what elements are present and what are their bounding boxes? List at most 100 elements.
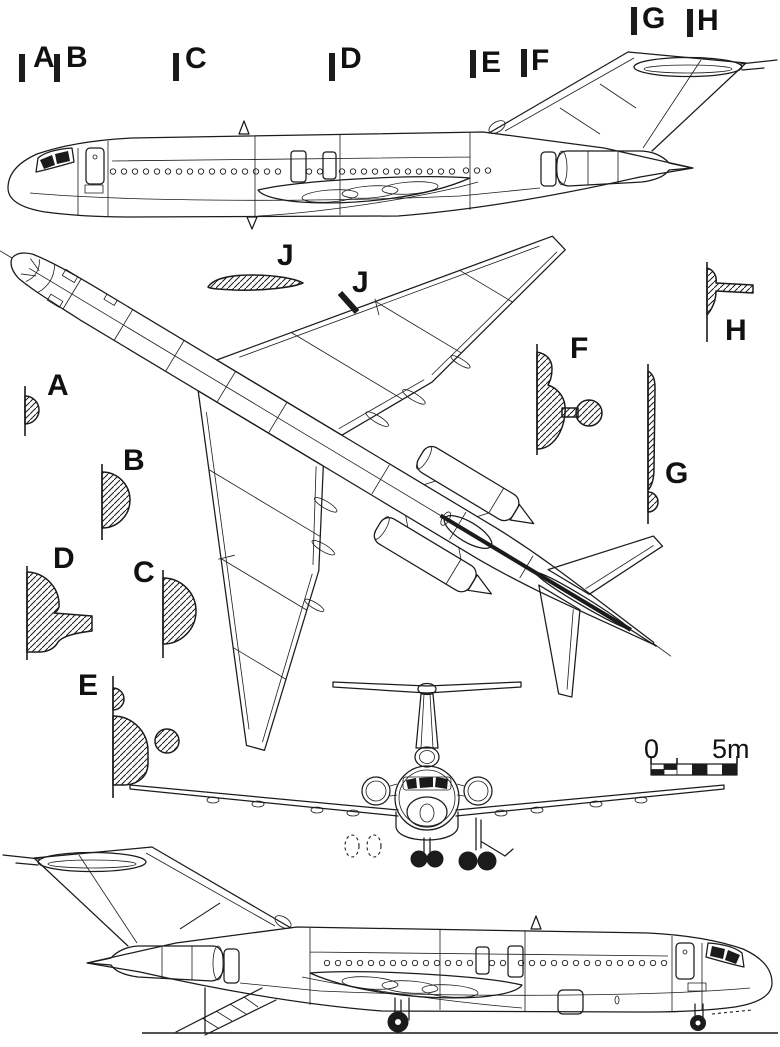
- cockpit-window-1: [40, 155, 55, 169]
- cabin-window: [349, 168, 357, 175]
- cross-section-h: [706, 262, 754, 342]
- cabin-window: [539, 959, 547, 967]
- airfoil-section-j: [207, 274, 304, 291]
- front-fin: [415, 693, 439, 749]
- fuselage-outline: [7, 131, 694, 218]
- flap-fairing-3: [381, 181, 439, 195]
- btm-rear-door: [223, 948, 240, 984]
- scale-bar-divisions: [651, 764, 708, 775]
- section-label-b: B: [123, 444, 145, 477]
- plan-door-2: [103, 293, 118, 306]
- front-nose-gear-wheel-1: [410, 850, 428, 868]
- btm-nose-gear: [694, 1003, 704, 1019]
- cabin-window: [367, 959, 375, 967]
- cabin-window: [411, 959, 419, 967]
- station-label-e: E: [481, 46, 501, 79]
- station-tick-e: [470, 50, 476, 78]
- wing-port-details: [205, 412, 321, 743]
- station-label-c: C: [185, 42, 207, 75]
- btm-wing-root-fairing: [301, 976, 523, 1009]
- wing-starboard: [216, 235, 566, 436]
- cabin-window: [473, 167, 481, 174]
- station-tick-g: [631, 7, 637, 35]
- wing-port-fairing-1: [313, 497, 338, 513]
- front-fairing-r4: [634, 796, 648, 804]
- btm-small-port: [614, 995, 620, 1005]
- pod-starboard-intake: [416, 445, 432, 470]
- rear-door: [540, 151, 557, 187]
- front-fairing-r3: [589, 800, 603, 808]
- aft-airstair: [175, 987, 277, 1036]
- station-letters: A B C D E F G H: [33, 2, 719, 79]
- section-label-e: E: [78, 669, 98, 702]
- dorsal-antenna: [238, 120, 250, 135]
- cabin-window: [437, 168, 445, 175]
- btm-frame-lines: [239, 928, 751, 1011]
- cabin-window: [444, 959, 452, 967]
- cabin-window: [455, 959, 463, 967]
- front-fuselage: [394, 765, 460, 831]
- gear-ghost-outline-1: [344, 834, 360, 858]
- cabin-window: [466, 959, 474, 967]
- btm-dorsal-antenna: [530, 915, 542, 930]
- front-fin-lines: [420, 693, 434, 749]
- mid-door-2: [322, 151, 337, 180]
- window-row-4: [462, 167, 492, 174]
- front-door-porthole: [92, 154, 98, 160]
- front-fairing-r2: [530, 806, 544, 814]
- scale-bar: 0 5m: [644, 734, 750, 776]
- wing-starboard-fairing-2: [402, 389, 426, 405]
- section-c-shape: [162, 577, 197, 645]
- pod-port-intake: [373, 516, 390, 540]
- front-main-gear-wheel-2: [477, 851, 497, 871]
- wing-station-j-mark: [337, 290, 360, 315]
- cabin-window: [400, 959, 408, 967]
- section-a-shape: [24, 395, 40, 425]
- section-g-bump: [647, 491, 659, 513]
- cabin-window: [263, 168, 271, 175]
- cabin-window: [517, 959, 525, 967]
- section-label-c: C: [133, 556, 155, 589]
- cross-section-d: [26, 566, 93, 660]
- scale-end-label: 5m: [712, 734, 750, 764]
- wing-starboard-fairing-1: [365, 411, 389, 427]
- wing-root-fairing: [257, 181, 479, 217]
- section-b-shape: [101, 471, 131, 529]
- front-main-gear-strut: [475, 817, 514, 857]
- front-lower-fuselage: [395, 811, 459, 841]
- center-intake-lip: [488, 120, 506, 134]
- station-tick-h: [687, 9, 693, 37]
- flap-fairing-2: [341, 185, 399, 199]
- nose-probe: [0, 249, 13, 259]
- mid-door-1: [290, 150, 307, 183]
- cabin-window: [252, 168, 260, 175]
- front-fairing-r1: [494, 809, 508, 817]
- pod-starboard-pylon: [424, 480, 505, 517]
- cabin-window: [638, 959, 646, 967]
- front-nose-gear-wheel-2: [426, 850, 444, 868]
- cabin-window: [627, 959, 635, 967]
- btm-fin-detail-lines: [78, 852, 276, 944]
- station-tick-b: [54, 54, 60, 82]
- station-label-b: B: [66, 41, 88, 74]
- station-label-f: F: [531, 44, 549, 77]
- cockpit-outline: [35, 147, 75, 173]
- section-h-shape: [706, 267, 754, 316]
- cabin-window: [219, 168, 227, 175]
- section-e-shape: [112, 715, 149, 786]
- cabin-window: [550, 959, 558, 967]
- cabin-window: [305, 168, 313, 175]
- cabin-window: [382, 168, 390, 175]
- front-stabilizer: [332, 681, 522, 694]
- btm-stab-tip: [2, 854, 41, 866]
- front-cockpit-pane-2: [419, 777, 433, 788]
- btm-flap-fairing-1: [421, 984, 479, 998]
- cabin-window: [426, 168, 434, 175]
- cabin-window: [131, 168, 139, 175]
- plan-view-oblique: [0, 235, 672, 751]
- cross-section-b: [101, 464, 131, 540]
- flap-fairing-1: [301, 189, 359, 203]
- fin-detail-lines: [504, 57, 702, 149]
